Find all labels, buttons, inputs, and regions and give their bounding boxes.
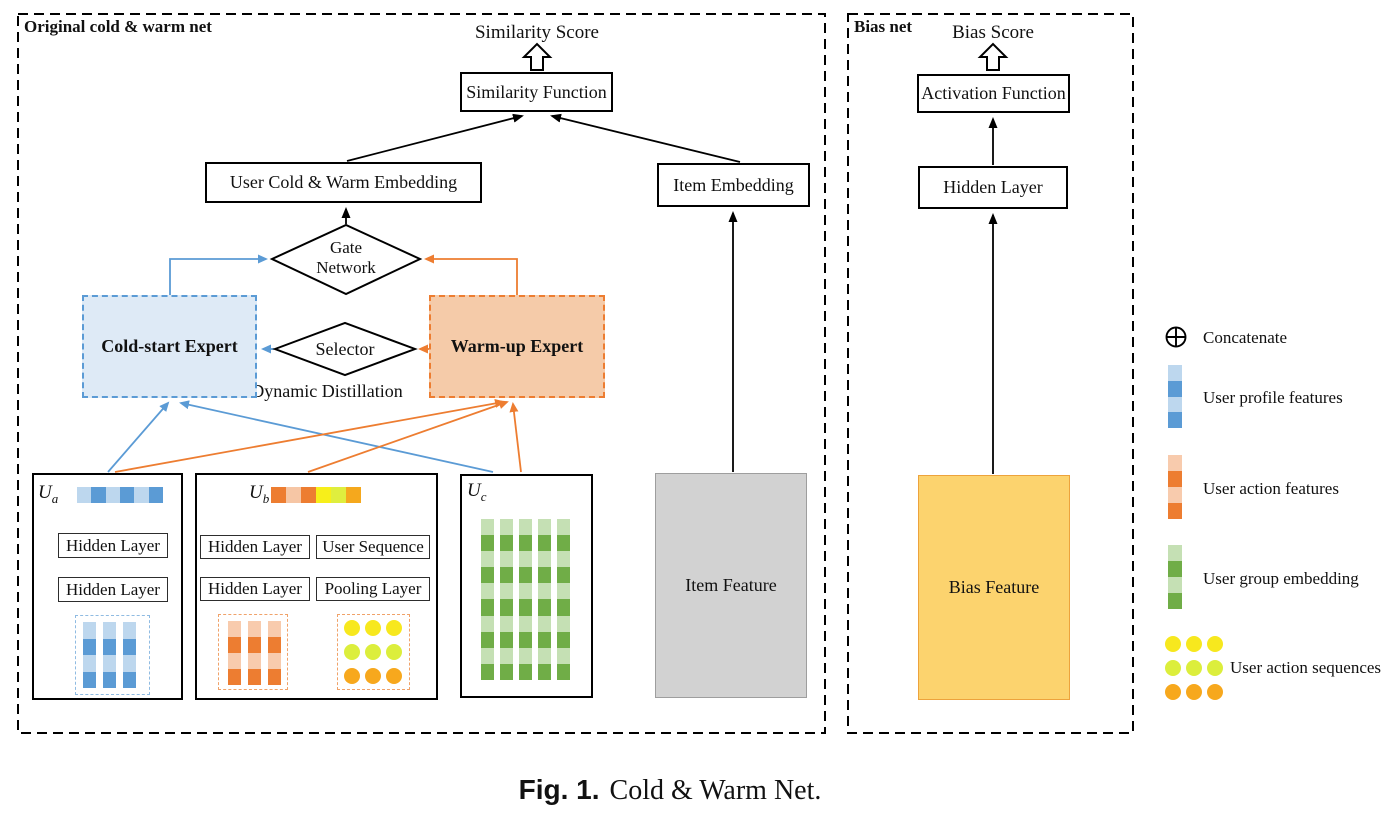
legend-action-bar-icon <box>1168 455 1182 519</box>
dynamic-distillation-label: Dynamic Distillation <box>251 381 403 401</box>
main-panel-title: Original cold & warm net <box>24 17 212 36</box>
cold-start-expert-box: Cold-start Expert <box>82 295 257 398</box>
bias-hidden-layer-box: Hidden Layer <box>918 166 1068 209</box>
ua-embedding-bar <box>77 487 163 503</box>
main-panel-border <box>17 13 826 734</box>
figure-caption: Fig. 1. Cold & Warm Net. <box>0 774 1340 807</box>
ua-label: Ua <box>38 482 59 506</box>
ub-embedding-bar <box>271 487 361 503</box>
legend-concatenate-icon <box>1165 326 1187 348</box>
gate-network-label: Gate Network <box>316 238 376 277</box>
gate-network-diamond <box>269 223 423 296</box>
arrow-coldexpert-to-gate <box>169 254 268 295</box>
uc-label: Uc <box>467 480 487 504</box>
user-cold-warm-embedding-box: User Cold & Warm Embedding <box>205 162 482 203</box>
item-embedding-box: Item Embedding <box>657 163 810 207</box>
arrow-embedding-to-similarity <box>346 113 524 162</box>
similarity-score-label: Similarity Score <box>474 22 599 43</box>
ua-hidden-layer-2: Hidden Layer <box>58 577 168 602</box>
arrow-uc-to-warmexpert <box>509 402 522 473</box>
arrow-uc-to-coldexpert <box>179 400 494 473</box>
item-feature-box: Item Feature <box>655 473 807 698</box>
arrow-ub-to-warmexpert <box>307 400 509 473</box>
group-embedding-column <box>519 519 532 680</box>
action-feature-column <box>228 621 241 685</box>
group-embedding-column <box>538 519 551 680</box>
group-embedding-column <box>500 519 513 680</box>
profile-feature-column <box>83 622 96 688</box>
legend-sequence-label: User action sequences <box>1230 658 1382 677</box>
legend-concatenate-label: Concatenate <box>1203 328 1288 347</box>
group-embedding-column <box>557 519 570 680</box>
bias-score-arrow-icon <box>977 42 1009 71</box>
warm-up-expert-box: Warm-up Expert <box>429 295 605 398</box>
group-embedding-column <box>481 519 494 680</box>
arrow-warmexpert-to-gate <box>424 254 518 295</box>
selector-label: Selector <box>315 339 375 359</box>
ub-hidden-layer-bottom: Hidden Layer <box>200 577 310 601</box>
bias-panel-title: Bias net <box>854 17 913 36</box>
similarity-score-arrow-icon <box>521 42 553 71</box>
arrow-ua-to-warmexpert <box>114 398 505 473</box>
legend-group-label: User group embedding <box>1203 569 1359 588</box>
caption-text: Cold & Warm Net. <box>609 775 822 806</box>
ub-pooling-layer: Pooling Layer <box>316 577 430 601</box>
activation-function-box: Activation Function <box>917 74 1070 113</box>
legend-profile-bar-icon <box>1168 365 1182 428</box>
selector-diamond <box>272 321 418 377</box>
ub-user-sequence: User Sequence <box>316 535 430 559</box>
profile-feature-column <box>103 622 116 688</box>
legend-action-label: User action features <box>1203 479 1339 498</box>
caption-number: Fig. 1. <box>518 774 600 805</box>
legend-sequence-circles-icon <box>1165 636 1223 700</box>
bias-panel-border <box>847 13 1134 734</box>
action-sequence-circles <box>344 620 402 684</box>
ub-hidden-layer-top: Hidden Layer <box>200 535 310 559</box>
ub-label: Ub <box>249 482 270 506</box>
action-feature-column <box>268 621 281 685</box>
profile-feature-column <box>123 622 136 688</box>
legend-profile-label: User profile features <box>1203 388 1343 407</box>
similarity-function-box: Similarity Function <box>460 72 613 112</box>
ua-hidden-layer-1: Hidden Layer <box>58 533 168 558</box>
arrow-itemembedding-to-similarity <box>550 113 741 163</box>
action-feature-column <box>248 621 261 685</box>
arrow-ua-to-coldexpert <box>107 401 170 473</box>
bias-score-label: Bias Score <box>952 22 1034 43</box>
bias-feature-box: Bias Feature <box>918 475 1070 700</box>
legend-group-bar-icon <box>1168 545 1182 609</box>
